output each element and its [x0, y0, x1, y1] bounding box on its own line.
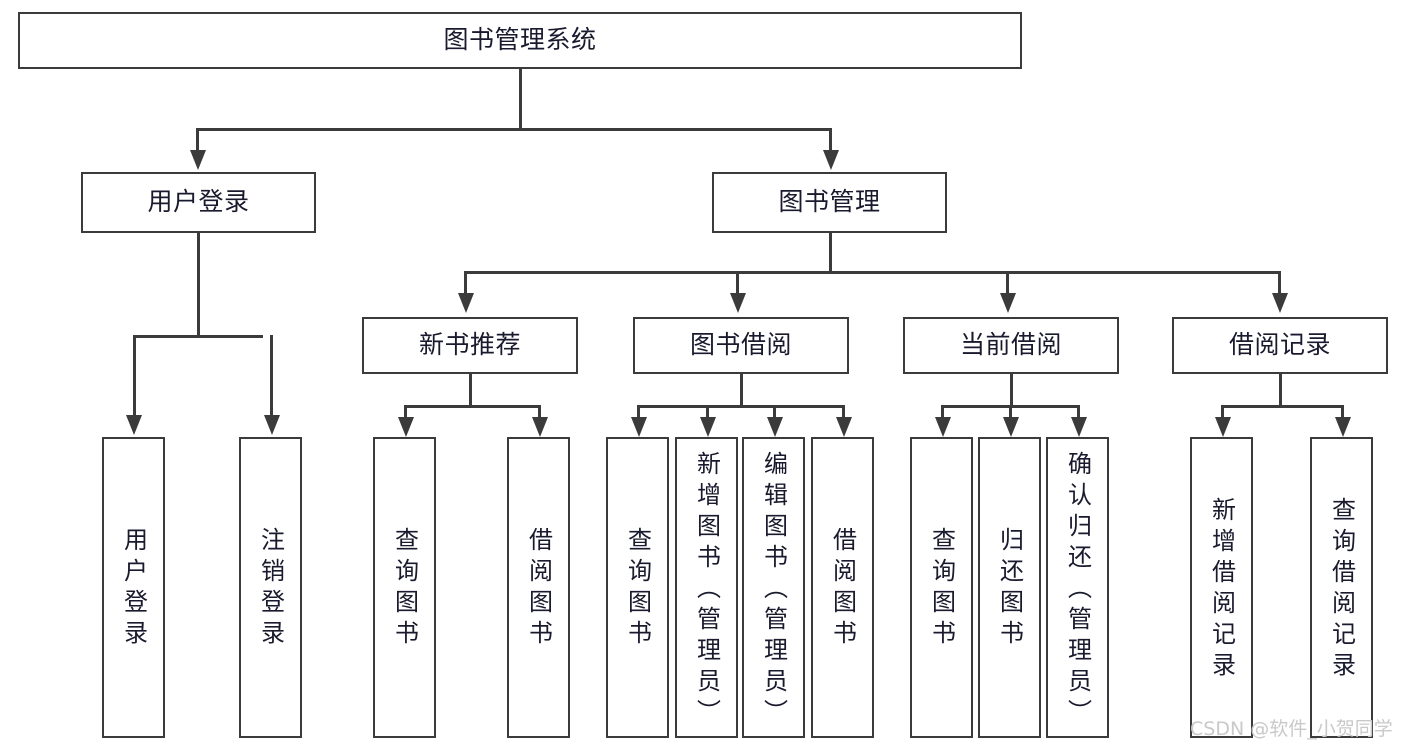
leaf-current-borrow-3[interactable]: 确认归还（管理员） — [1046, 437, 1109, 738]
node-label: 用户登录 — [147, 187, 250, 217]
leaf-user-login-1[interactable]: 用户登录 — [102, 437, 165, 738]
leaf-borrow-record-1[interactable]: 新增借阅记录 — [1190, 437, 1253, 738]
node-label: 新增借阅记录 — [1207, 497, 1236, 683]
connector-to-new-book-recommend — [464, 271, 467, 295]
connector-bb-leaf-1 — [637, 405, 640, 419]
arrowhead-icon — [767, 417, 783, 437]
connector-user-login-to-leaf-1 — [133, 335, 136, 417]
node-borrow-record[interactable]: 借阅记录 — [1172, 317, 1388, 374]
connector-level3-bus — [464, 271, 1280, 274]
leaf-new-book-recommend-2[interactable]: 借阅图书 — [507, 437, 570, 738]
connector-user-login-bus — [133, 335, 263, 338]
arrowhead-icon — [126, 415, 142, 435]
connector-to-book-borrow — [736, 271, 739, 295]
connector-new-book-recommend-stem — [469, 374, 472, 407]
node-label: 确认归还（管理员） — [1063, 451, 1092, 730]
connector-cb-leaf-2 — [1009, 405, 1012, 419]
node-label: 图书管理系统 — [443, 25, 597, 55]
arrowhead-icon — [264, 415, 280, 435]
node-label: 新书推荐 — [418, 330, 521, 360]
node-root-book-management-system[interactable]: 图书管理系统 — [18, 12, 1022, 69]
leaf-new-book-recommend-1[interactable]: 查询图书 — [373, 437, 436, 738]
node-new-book-recommend[interactable]: 新书推荐 — [362, 317, 578, 374]
arrowhead-icon — [700, 417, 716, 437]
connector-br-leaf-1 — [1221, 405, 1224, 419]
node-label: 查询图书 — [390, 527, 419, 651]
connector-br-leaf-2 — [1341, 405, 1344, 419]
connector-nbr-leaf-2 — [538, 405, 541, 419]
arrowhead-icon — [730, 293, 746, 313]
node-label: 借阅记录 — [1228, 330, 1331, 360]
node-label: 归还图书 — [995, 527, 1024, 651]
connector-to-borrow-record — [1278, 271, 1281, 295]
connector-user-login-to-leaf-2 — [270, 335, 273, 417]
leaf-borrow-record-2[interactable]: 查询借阅记录 — [1310, 437, 1373, 738]
arrowhead-icon — [458, 293, 474, 313]
leaf-book-borrow-4[interactable]: 借阅图书 — [811, 437, 874, 738]
arrowhead-icon — [190, 150, 206, 170]
node-current-borrow[interactable]: 当前借阅 — [903, 317, 1119, 374]
node-label: 借阅图书 — [828, 527, 857, 651]
connector-current-borrow-stem — [1010, 374, 1013, 407]
connector-root-to-book-management — [829, 128, 832, 152]
node-user-login[interactable]: 用户登录 — [81, 172, 316, 233]
leaf-current-borrow-2[interactable]: 归还图书 — [978, 437, 1041, 738]
arrowhead-icon — [631, 417, 647, 437]
connector-nbr-leaf-1 — [404, 405, 407, 419]
leaf-current-borrow-1[interactable]: 查询图书 — [910, 437, 973, 738]
leaf-book-borrow-3[interactable]: 编辑图书（管理员） — [742, 437, 805, 738]
connector-user-login-stem — [197, 233, 200, 336]
arrowhead-icon — [1272, 293, 1288, 313]
node-label: 编辑图书（管理员） — [759, 451, 788, 730]
arrowhead-icon — [1003, 417, 1019, 437]
connector-borrow-record-bus — [1221, 405, 1341, 408]
node-book-management[interactable]: 图书管理 — [712, 172, 947, 233]
connector-borrow-record-stem — [1279, 374, 1282, 407]
node-label: 查询图书 — [623, 527, 652, 651]
node-label: 用户登录 — [119, 527, 148, 651]
arrowhead-icon — [1215, 417, 1231, 437]
arrowhead-icon — [836, 417, 852, 437]
node-label: 新增图书（管理员） — [692, 451, 721, 730]
arrowhead-icon — [1000, 293, 1016, 313]
connector-new-book-recommend-bus — [404, 405, 538, 408]
arrowhead-icon — [1071, 417, 1087, 437]
leaf-book-borrow-2[interactable]: 新增图书（管理员） — [675, 437, 738, 738]
node-label: 借阅图书 — [524, 527, 553, 651]
node-label: 注销登录 — [256, 527, 285, 651]
node-label: 当前借阅 — [959, 330, 1062, 360]
arrowhead-icon — [823, 150, 839, 170]
arrowhead-icon — [398, 417, 414, 437]
arrowhead-icon — [935, 417, 951, 437]
connector-book-management-stem — [829, 233, 832, 273]
connector-to-current-borrow — [1006, 271, 1009, 295]
node-label: 图书借阅 — [689, 330, 792, 360]
watermark-text: CSDN @软件_小贺同学 — [1190, 718, 1393, 740]
connector-root-stem — [519, 69, 522, 128]
connector-bb-leaf-2 — [706, 405, 709, 419]
node-book-borrow[interactable]: 图书借阅 — [633, 317, 849, 374]
arrowhead-icon — [1335, 417, 1351, 437]
connector-bb-leaf-4 — [842, 405, 845, 419]
leaf-book-borrow-1[interactable]: 查询图书 — [606, 437, 669, 738]
connector-bb-leaf-3 — [773, 405, 776, 419]
node-label: 查询借阅记录 — [1327, 497, 1356, 683]
connector-book-borrow-bus — [637, 405, 844, 408]
connector-book-borrow-stem — [740, 374, 743, 407]
connector-cb-leaf-3 — [1077, 405, 1080, 419]
node-label: 图书管理 — [778, 187, 881, 217]
arrowhead-icon — [532, 417, 548, 437]
node-label: 查询图书 — [927, 527, 956, 651]
connector-root-to-user-login — [196, 128, 199, 152]
connector-root-bus — [196, 128, 832, 131]
connector-cb-leaf-1 — [941, 405, 944, 419]
leaf-user-login-2[interactable]: 注销登录 — [239, 437, 302, 738]
